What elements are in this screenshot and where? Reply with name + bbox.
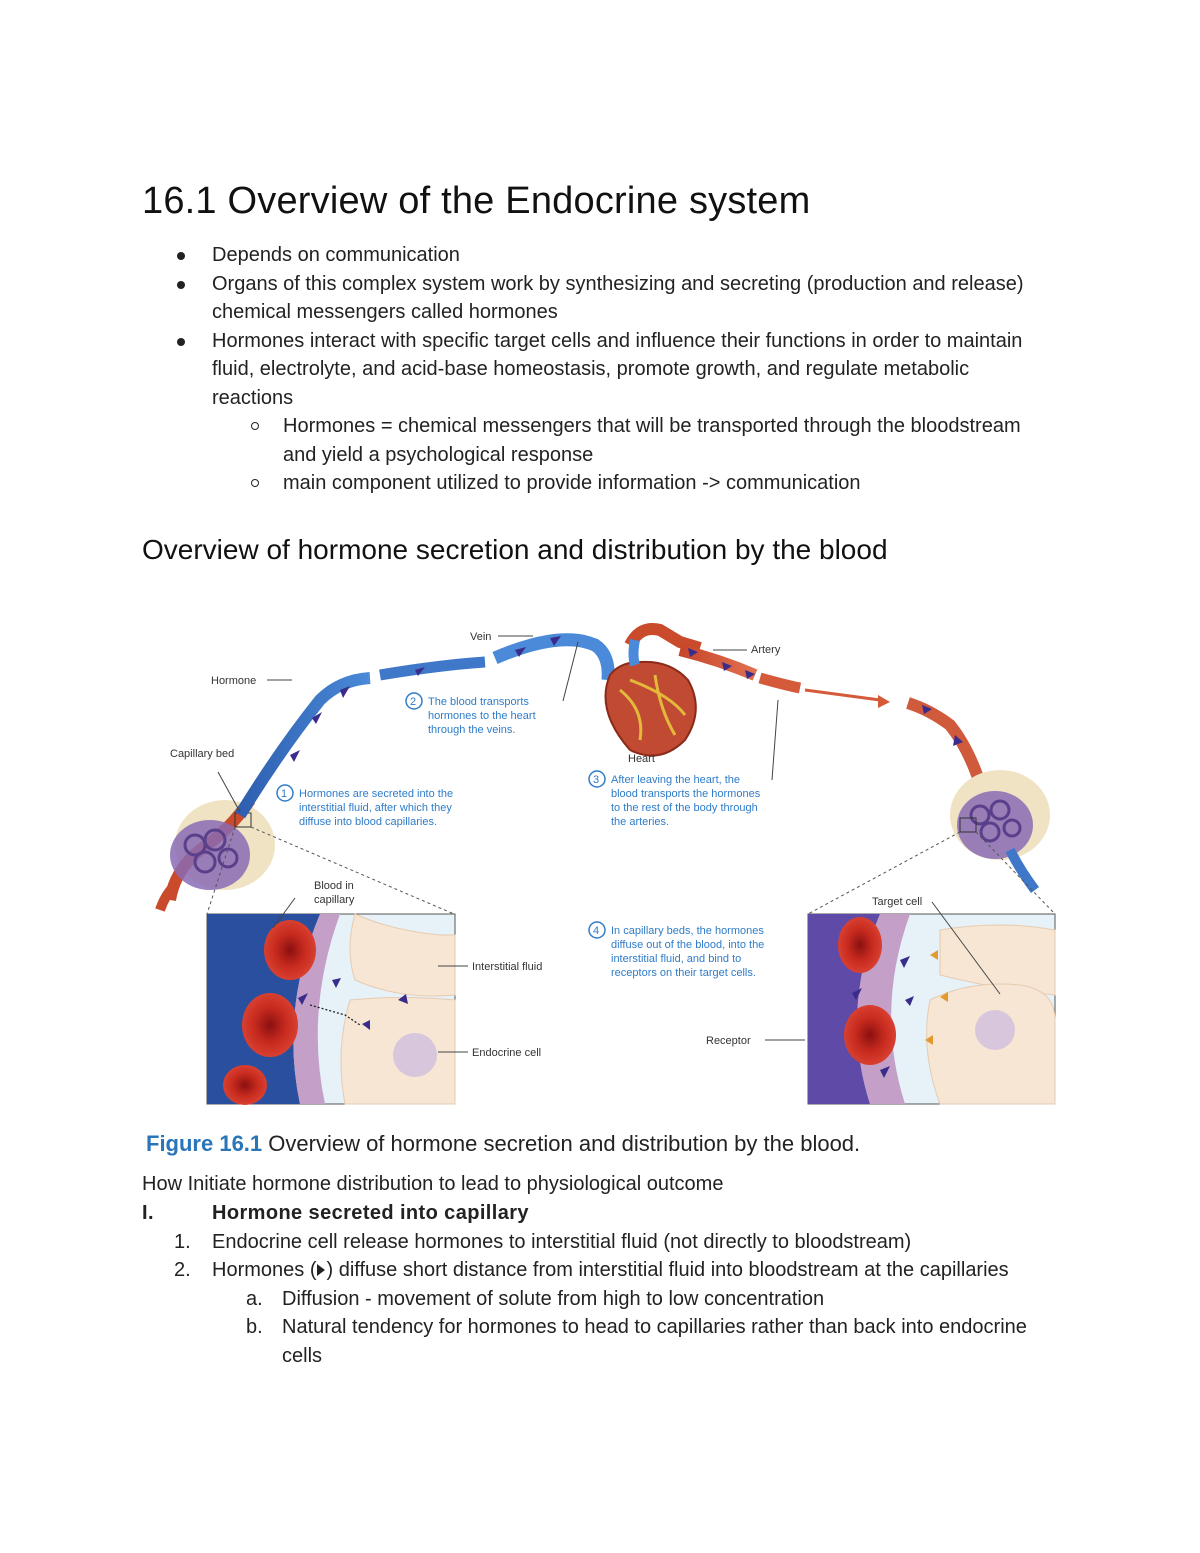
label-vein: Vein <box>470 631 491 643</box>
svg-text:receptors on their target cell: receptors on their target cells. <box>611 967 756 979</box>
figure-caption: Figure 16.1 Overview of hormone secretio… <box>146 1131 860 1157</box>
sub-list-item: main component utilized to provide infor… <box>212 469 1042 498</box>
sub-bullet-list: Hormones = chemical messengers that will… <box>212 412 1042 498</box>
svg-text:blood transports the hormones: blood transports the hormones <box>611 788 761 800</box>
outline-heading: Hormone secreted into capillary <box>212 1202 529 1224</box>
numbered-item: 1. Endocrine cell release hormones to in… <box>174 1230 912 1253</box>
figure-caption-text: Overview of hormone secretion and distri… <box>262 1131 861 1156</box>
left-capillary-bed <box>155 796 275 912</box>
svg-text:1: 1 <box>281 788 287 800</box>
vein-vessel <box>234 672 371 819</box>
heart-illustration <box>604 623 702 757</box>
label-hormone: Hormone <box>211 675 256 687</box>
bullet-icon <box>177 337 185 346</box>
hormone-markers <box>290 636 561 762</box>
figure-hormone-distribution: Vein Artery Hormone Capillary bed Heart … <box>140 600 1065 1120</box>
figure-number: Figure 16.1 <box>146 1131 263 1156</box>
label-capillary-bed: Capillary bed <box>170 748 234 760</box>
right-inset-panel <box>807 831 1056 1105</box>
hollow-bullet-icon <box>251 422 259 430</box>
bullet-icon <box>177 280 185 289</box>
hollow-bullet-icon <box>251 479 259 487</box>
step-callout-1: 1 Hormones are secreted into the interst… <box>276 784 453 828</box>
svg-text:diffuse into blood capillaries: diffuse into blood capillaries. <box>299 816 437 828</box>
svg-text:the arteries.: the arteries. <box>611 816 669 828</box>
svg-text:3: 3 <box>593 774 599 786</box>
label-artery: Artery <box>751 644 781 656</box>
list-item: Hormones interact with specific target c… <box>142 327 1042 498</box>
vein-vessel <box>379 656 486 681</box>
step-callout-2: 2 The blood transports hormones to the h… <box>405 692 536 736</box>
svg-text:2: 2 <box>410 696 416 708</box>
svg-text:diffuse out of the blood, into: diffuse out of the blood, into the <box>611 939 764 951</box>
blood-flow-arrow <box>804 688 881 702</box>
label-endocrine-cell: Endocrine cell <box>472 1047 541 1059</box>
svg-text:hormones to the heart: hormones to the heart <box>428 710 536 722</box>
label-receptor: Receptor <box>706 1035 751 1047</box>
outline-list: I. Hormone secreted into capillary 1. En… <box>142 1199 1042 1370</box>
artery-vessel <box>758 672 802 694</box>
left-inset-panel <box>206 826 456 1105</box>
label-blood-in-capillary: capillary <box>314 894 355 906</box>
list-item: Depends on communication <box>142 241 1042 270</box>
right-capillary-bed <box>950 770 1050 893</box>
label-interstitial-fluid: Interstitial fluid <box>472 961 542 973</box>
outline-roman-item: I. Hormone secreted into capillary <box>142 1199 1042 1228</box>
svg-text:to the rest of the body throug: to the rest of the body through <box>611 802 758 814</box>
bullet-icon <box>177 252 185 260</box>
artery-vessel <box>906 697 988 792</box>
figure-diagram: Vein Artery Hormone Capillary bed Heart … <box>155 623 1056 1105</box>
numbered-item: 2. Hormones () diffuse short distance fr… <box>174 1259 1009 1281</box>
intro-line: How Initiate hormone distribution to lea… <box>142 1173 724 1195</box>
lettered-item: b. Natural tendency for hormones to head… <box>246 1316 1027 1367</box>
section-heading: Overview of hormone secretion and distri… <box>142 534 888 565</box>
hormone-markers <box>688 648 963 746</box>
list-item: Organs of this complex system work by sy… <box>142 270 1042 327</box>
hormone-triangle-icon <box>317 1264 326 1276</box>
sub-list-item: Hormones = chemical messengers that will… <box>212 412 1042 469</box>
page-title: 16.1 Overview of the Endocrine system <box>142 180 811 222</box>
vein-vessel <box>492 633 615 681</box>
svg-text:The blood transports: The blood transports <box>428 696 529 708</box>
roman-marker: I. <box>142 1202 154 1224</box>
step-callout-3: 3 After leaving the heart, the blood tra… <box>588 770 761 828</box>
lettered-item: a. Diffusion - movement of solute from h… <box>246 1287 825 1310</box>
svg-text:interstitial fluid, and bind t: interstitial fluid, and bind to <box>611 953 741 965</box>
svg-text:After leaving the heart, the: After leaving the heart, the <box>611 774 740 786</box>
svg-text:In capillary beds, the hormone: In capillary beds, the hormones <box>611 925 764 937</box>
step-callout-4: 4 In capillary beds, the hormones diffus… <box>588 921 764 979</box>
svg-text:4: 4 <box>593 925 599 937</box>
label-target-cell: Target cell <box>872 896 922 908</box>
leader-lines <box>217 635 1001 1053</box>
svg-text:Hormones are secreted into the: Hormones are secreted into the <box>299 788 453 800</box>
label-heart: Heart <box>628 753 655 765</box>
svg-text:interstitial fluid, after whic: interstitial fluid, after which they <box>299 802 452 814</box>
bullet-list: Depends on communication Organs of this … <box>142 241 1042 498</box>
svg-text:through the veins.: through the veins. <box>428 724 515 736</box>
label-blood-in-capillary: Blood in <box>314 880 354 892</box>
